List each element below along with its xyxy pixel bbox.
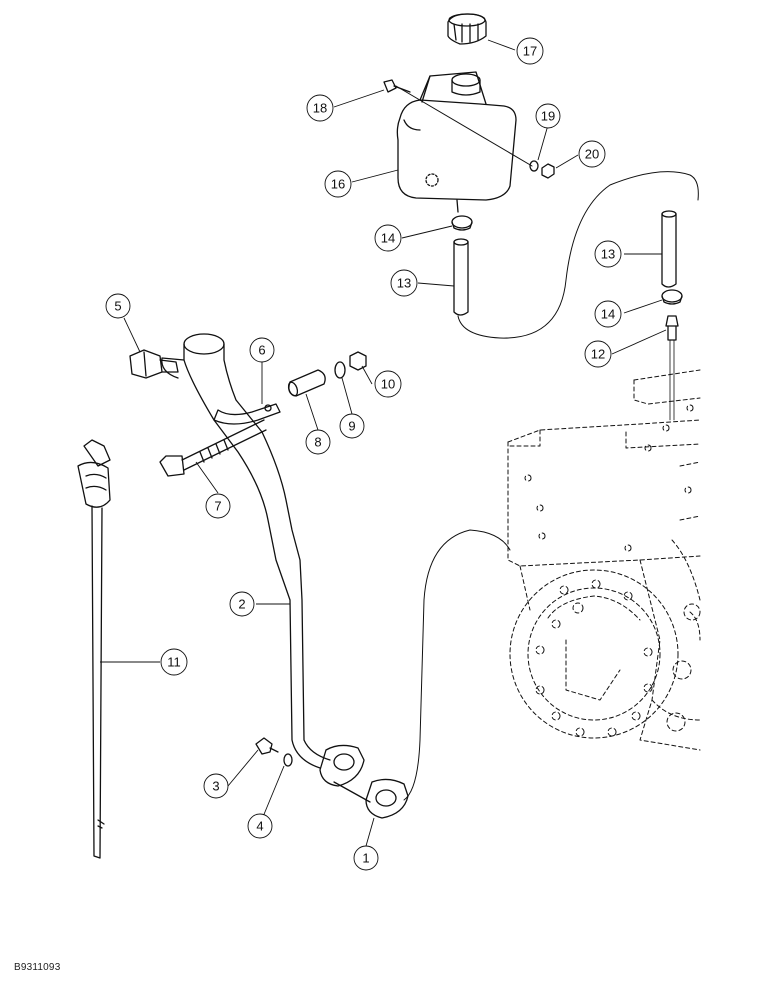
flange-fitting [319,744,409,819]
callout-4 [247,813,273,839]
bolt-7 [159,419,267,477]
callout-2 [229,591,255,617]
callout-7 [205,493,231,519]
callout-label-8: 8 [314,435,321,450]
callout-label-18: 18 [313,101,327,116]
filler-cap [447,13,487,45]
hose-left [453,238,469,316]
reservoir-tank [396,71,517,213]
callout-label-4: 4 [256,819,263,834]
callout-13b [594,240,622,268]
callout-6 [249,337,275,363]
callout-label-1: 1 [362,851,369,866]
callout-8 [305,429,331,455]
figure-id: B9311093 [14,962,61,973]
callout-5 [105,293,131,319]
callout-label-14a: 14 [381,231,395,246]
callout-13a [390,269,418,297]
callout-label-3: 3 [212,779,219,794]
breather-plug [129,349,179,379]
callout-label-16: 16 [331,177,345,192]
callout-label-13b: 13 [601,247,615,262]
callout-label-20: 20 [585,147,599,162]
callout-label-10: 10 [381,377,395,392]
washer-4 [283,753,293,767]
dipstick [77,439,111,859]
callout-20 [578,140,606,168]
bolt-3 [255,737,279,755]
hose-clamp-lower [661,289,683,305]
callout-12 [584,340,612,368]
callout-16 [324,170,352,198]
callout-label-12: 12 [591,347,605,362]
hose-right [661,210,677,288]
nut-10 [349,351,367,371]
callout-label-13a: 13 [397,276,411,291]
callout-label-2: 2 [238,597,245,612]
washer-9 [334,361,346,379]
bolt-18 [383,79,411,93]
callout-11 [160,648,188,676]
spacer-sleeve [287,369,326,397]
callout-label-6: 6 [258,343,265,358]
callout-18 [306,94,334,122]
callout-1 [353,845,379,871]
tube-clamp [213,403,281,425]
callout-10 [374,370,402,398]
callout-14a [374,224,402,252]
hose-clamp-upper [451,215,473,231]
callout-14b [594,300,622,328]
filler-tube [161,333,331,769]
callout-label-9: 9 [348,419,355,434]
nut-20 [541,163,555,179]
callout-label-14b: 14 [601,307,615,322]
callout-label-7: 7 [214,499,221,514]
callout-label-17: 17 [523,44,537,59]
callout-label-11: 11 [167,655,181,670]
callout-label-19: 19 [541,109,555,124]
callout-19 [535,103,561,129]
washer-19 [529,160,539,172]
callout-9 [339,413,365,439]
callout-3 [203,773,229,799]
hose-fitting [665,315,679,421]
transmission-housing [507,369,701,751]
callout-17 [516,37,544,65]
callout-label-5: 5 [114,299,121,314]
